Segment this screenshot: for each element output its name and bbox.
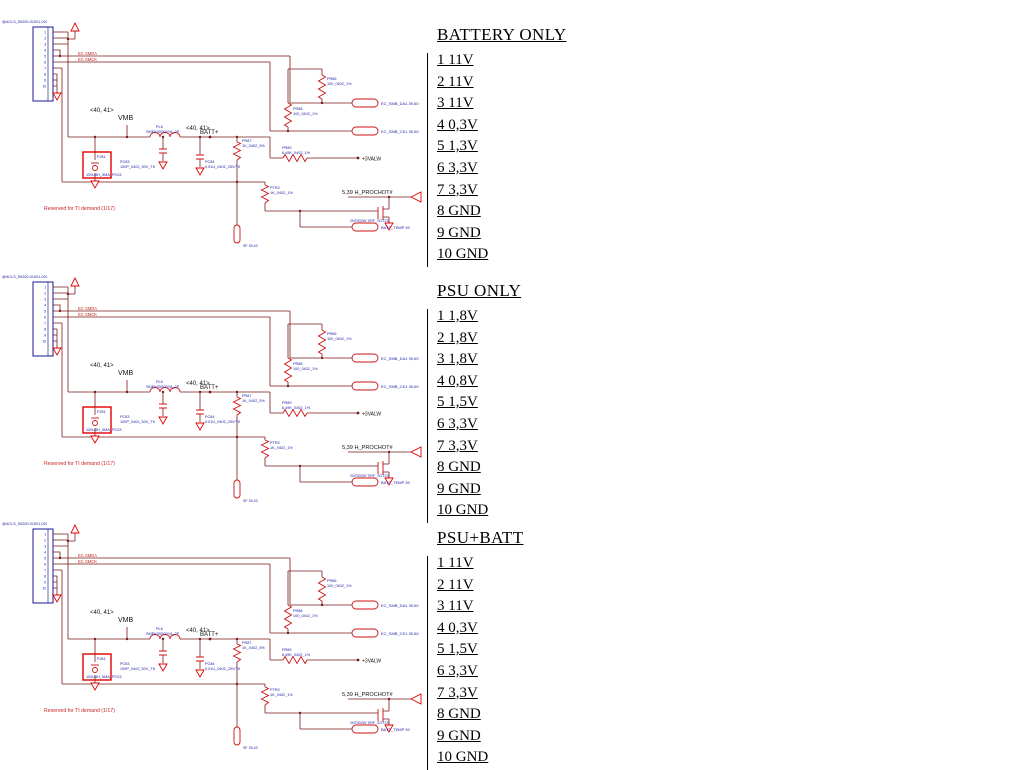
measurement-item: 9 GND: [437, 224, 481, 241]
schematic-psu-only: [1, 274, 422, 504]
measurement-item: 3 11V: [437, 598, 474, 615]
measurement-item: 9 GND: [437, 727, 481, 744]
measurement-item: 5 1,5V: [437, 394, 478, 411]
separator-line: [427, 556, 428, 770]
panel-title: BATTERY ONLY: [437, 25, 567, 44]
measurement-item: 10 GND: [437, 502, 489, 519]
separator-line: [427, 53, 428, 267]
measurement-item: 7 3,3V: [437, 684, 478, 701]
measurement-item: 5 1,3V: [437, 138, 478, 155]
measurement-item: 2 11V: [437, 73, 474, 90]
measurement-item: 4 0,8V: [437, 372, 478, 389]
measurement-item: 2 11V: [437, 576, 474, 593]
schematic-psu-batt: [1, 521, 422, 751]
measurement-item: 8 GND: [437, 706, 481, 723]
measurement-list: 1 1,8V 2 1,8V 3 1,8V 4 0,8V 5 1,5V 6 3,3…: [427, 306, 607, 523]
measurement-list: 1 11V 2 11V 3 11V 4 0,3V 5 1,3V 6 3,3V 7…: [427, 50, 607, 267]
measurement-panel-psu-only: PSU ONLY 1 1,8V 2 1,8V 3 1,8V 4 0,8V 5 1…: [427, 281, 607, 523]
measurement-item: 9 GND: [437, 480, 481, 497]
panel-title: PSU+BATT: [437, 528, 524, 547]
measurement-item: 4 0,3V: [437, 116, 478, 133]
measurement-item: 6 3,3V: [437, 159, 478, 176]
measurement-panel-battery-only: BATTERY ONLY 1 11V 2 11V 3 11V 4 0,3V 5 …: [427, 25, 607, 267]
measurement-item: 3 11V: [437, 95, 474, 112]
measurement-panel-psu-batt: PSU+BATT 1 11V 2 11V 3 11V 4 0,3V 5 1,5V…: [427, 528, 607, 770]
measurement-item: 10 GND: [437, 246, 489, 263]
measurement-item: 1 1,8V: [437, 308, 478, 324]
measurement-item: 1 11V: [437, 52, 474, 68]
measurement-item: 8 GND: [437, 459, 481, 476]
measurement-item: 6 3,3V: [437, 415, 478, 432]
measurement-item: 6 3,3V: [437, 662, 478, 679]
schematic-battery-only: [1, 19, 422, 249]
measurement-item: 2 1,8V: [437, 329, 478, 346]
measurement-item: 7 3,3V: [437, 181, 478, 198]
schematic-instance: [1, 274, 422, 504]
measurement-list: 1 11V 2 11V 3 11V 4 0,3V 5 1,5V 6 3,3V 7…: [427, 553, 607, 770]
panel-title: PSU ONLY: [437, 281, 522, 300]
measurement-item: 8 GND: [437, 203, 481, 220]
measurement-item: 1 11V: [437, 555, 474, 571]
schematic-instance: [1, 521, 422, 751]
schematic-instance: [1, 19, 422, 249]
measurement-item: 3 1,8V: [437, 351, 478, 368]
separator-line: [427, 309, 428, 523]
measurement-item: 5 1,5V: [437, 641, 478, 658]
measurement-item: 10 GND: [437, 749, 489, 766]
measurement-item: 4 0,3V: [437, 619, 478, 636]
measurement-item: 7 3,3V: [437, 437, 478, 454]
